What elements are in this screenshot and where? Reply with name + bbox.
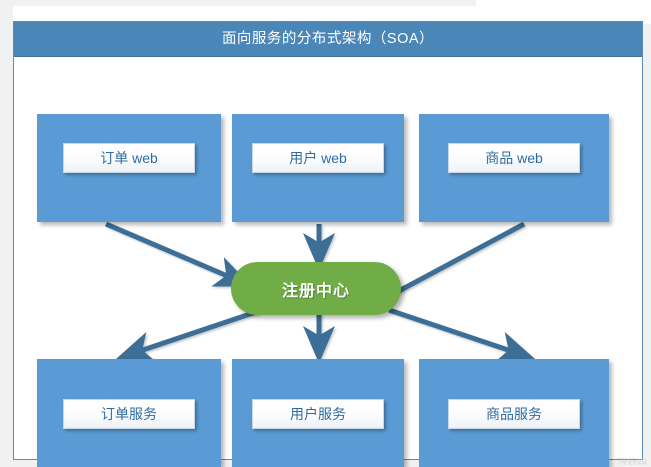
node-product-service-label: 商品服务 bbox=[448, 399, 580, 429]
connector-registry-to-order-service bbox=[115, 308, 260, 363]
node-order-web[interactable]: 订单 web bbox=[37, 114, 221, 222]
soa-diagram-card: 面向服务的分布式架构（SOA） bbox=[13, 21, 643, 467]
node-product-web-label: 商品 web bbox=[448, 143, 580, 173]
node-order-service[interactable]: 订单服务 bbox=[37, 359, 221, 467]
node-user-web-label: 用户 web bbox=[252, 143, 384, 173]
diagram-canvas: 订单 web 用户 web 商品 web 注册中心 订单服务 用户服务 商品服务 bbox=[14, 58, 642, 467]
connector-registry-to-product-service bbox=[388, 307, 536, 363]
page-title: 面向服务的分布式架构（SOA） bbox=[14, 22, 642, 57]
node-registry-center-label: 注册中心 bbox=[281, 282, 350, 300]
node-user-service[interactable]: 用户服务 bbox=[232, 359, 404, 467]
node-product-service[interactable]: 商品服务 bbox=[419, 359, 609, 467]
connector-product-web-to-registry bbox=[395, 221, 526, 295]
node-order-service-label: 订单服务 bbox=[63, 399, 195, 429]
node-product-web[interactable]: 商品 web bbox=[419, 114, 609, 222]
node-user-web[interactable]: 用户 web bbox=[232, 114, 404, 222]
node-order-web-label: 订单 web bbox=[63, 143, 195, 173]
connector-order-web-to-registry bbox=[105, 221, 252, 287]
node-user-service-label: 用户服务 bbox=[252, 399, 384, 429]
page-backdrop-corner bbox=[476, 0, 651, 24]
watermark: 博客园 bbox=[617, 458, 647, 466]
node-registry-center[interactable]: 注册中心 bbox=[231, 262, 401, 315]
